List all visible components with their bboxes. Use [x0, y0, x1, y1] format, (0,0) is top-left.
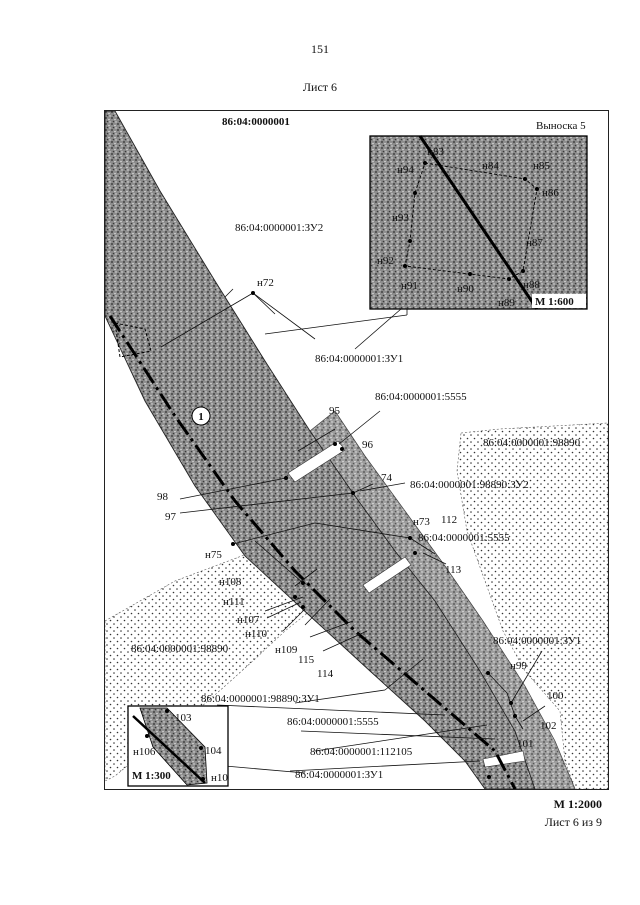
sheet-title: Лист 6 — [302, 80, 338, 94]
parcel-98890-left-label: 86:04:0000001:98890 — [131, 643, 229, 655]
point-115: 115 — [298, 654, 315, 666]
inset-small[interactable]: 103 н106 104 н10 М 1:300 — [127, 705, 229, 787]
point-96: 96 — [362, 439, 374, 451]
main-scale: М 1:2000 — [553, 797, 602, 811]
inset-small-point-103: 103 — [175, 712, 192, 724]
inset-5-point-n92: н92 — [377, 255, 394, 267]
point-n99: н99 — [510, 660, 527, 672]
point-n111: н111 — [223, 596, 245, 608]
map-canvas[interactable]: 1 86:04:0000001 86:04:0000001:98890 86:0… — [105, 111, 608, 789]
callout-98890-zu2: 86:04:0000001:98890:ЗУ2 — [410, 479, 529, 491]
inset-small-axis — [132, 715, 206, 784]
cadastral-map[interactable]: 1 86:04:0000001 86:04:0000001:98890 86:0… — [104, 110, 609, 790]
callout-98890-zu1: 86:04:0000001:98890:ЗУ1 — [201, 693, 320, 705]
point-n109: н109 — [275, 644, 298, 656]
point-102: 102 — [540, 720, 557, 732]
inset-small-point-n10: н10 — [211, 772, 228, 784]
point-n110: н110 — [245, 628, 267, 640]
vertex-markers — [231, 291, 517, 779]
inset-small-point-n106: н106 — [133, 746, 156, 758]
parcel-98890-right-label: 86:04:0000001:98890 — [483, 437, 581, 449]
inset-5-point-n91: н91 — [401, 280, 418, 292]
inset-5-point-n93: н93 — [392, 212, 409, 224]
parcel-98890-right[interactable] — [456, 422, 608, 789]
point-114: 114 — [317, 668, 334, 680]
callout-zu1-right: 86:04:0000001:ЗУ1 — [493, 635, 581, 647]
inset-5-point-n83: н83 — [427, 146, 444, 158]
point-97: 97 — [165, 511, 177, 523]
callout-112105: 86:04:0000001:112105 — [310, 746, 413, 758]
point-113: 113 — [445, 564, 462, 576]
point-112: 112 — [441, 514, 457, 526]
strip-112-113 — [362, 556, 412, 594]
point-101: 101 — [517, 738, 534, 750]
pipeline-axis — [108, 315, 517, 789]
point-n75: н75 — [205, 549, 222, 561]
strip-95-96 — [287, 440, 346, 483]
inset-5-point-n84: н84 — [482, 160, 499, 172]
inset-small-point-104: 104 — [205, 745, 222, 757]
sheet-count: Лист 6 из 9 — [544, 815, 602, 829]
point-100: 100 — [547, 690, 564, 702]
inset-5[interactable]: Выноска 5 н83 н84 н85 н94 н86 н93 н87 н9… — [369, 120, 588, 310]
boundary-lines — [160, 288, 546, 774]
point-98: 98 — [157, 491, 169, 503]
point-n108: н108 — [219, 576, 242, 588]
inset-small-scale: М 1:300 — [132, 770, 171, 782]
callout-zu1-bottom: 86:04:0000001:ЗУ1 — [295, 769, 383, 781]
inset-5-point-n90: н90 — [457, 283, 474, 295]
inset-5-point-n88: н88 — [523, 279, 540, 291]
inset-5-point-n87: н87 — [526, 237, 543, 249]
point-95: 95 — [329, 405, 341, 417]
callout-5555-mid: 86:04:0000001:5555 — [418, 532, 510, 544]
inset-5-point-n89: н89 — [498, 297, 515, 309]
small-diamond-parcel — [114, 322, 152, 358]
inset-5-scale: М 1:600 — [535, 296, 574, 308]
inset-5-point-n85: н85 — [533, 160, 550, 172]
inset-5-axis — [418, 135, 539, 310]
point-74: 74 — [381, 472, 393, 484]
callout-zu2-top: 86:04:0000001:ЗУ2 — [235, 222, 323, 234]
corridor-parcel-zu2[interactable] — [309, 410, 576, 789]
inset-5-point-n86: н86 — [542, 187, 559, 199]
callout-5555-top: 86:04:0000001:5555 — [375, 391, 467, 403]
point-n107: н107 — [237, 614, 260, 626]
inset-5-title: Выноска 5 — [536, 120, 586, 132]
callout-zu1-top: 86:04:0000001:ЗУ1 — [315, 353, 403, 365]
callout-5555-bottom: 86:04:0000001:5555 — [287, 716, 379, 728]
strip-bottom — [482, 750, 526, 768]
page-number: 151 — [311, 42, 329, 56]
circle-marker — [191, 406, 211, 426]
point-n72: н72 — [257, 277, 274, 289]
inset-5-leader — [354, 308, 402, 350]
circle-marker-label: 1 — [198, 411, 204, 423]
inset-5-point-n94: н94 — [397, 164, 414, 176]
quarter-label: 86:04:0000001 — [222, 116, 290, 128]
point-n73: н73 — [413, 516, 430, 528]
